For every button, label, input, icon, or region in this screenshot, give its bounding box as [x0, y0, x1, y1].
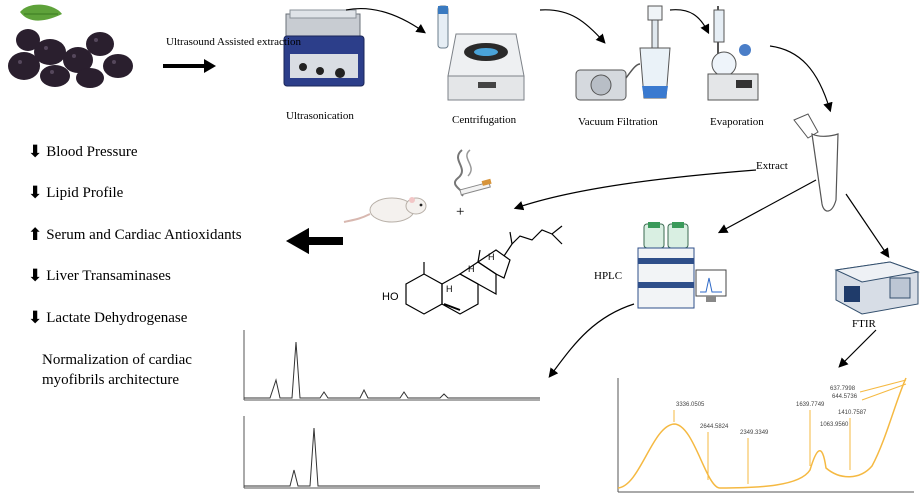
cholesterol-h-label: H: [468, 264, 475, 274]
hplc-chromatogram: [243, 330, 540, 489]
vacuum-filtration-label: Vacuum Filtration: [578, 116, 658, 128]
centrifuge-image: [437, 5, 525, 101]
arrow-to-hplc-chromatogram: [548, 303, 635, 378]
plus-sign: +: [456, 204, 465, 220]
arrow-to-animal-model: [513, 169, 757, 211]
ultrasound-label: Ultrasound Assisted extraction: [166, 36, 302, 48]
outcome-blood-pressure: ⬇ Blood Pressure: [28, 142, 138, 162]
arrow-to-evaporation: [669, 9, 710, 35]
results-arrow: [285, 227, 343, 255]
down-arrow-icon: ⬇: [28, 308, 43, 328]
svg-text:1639.7749: 1639.7749: [796, 402, 825, 408]
arrow-to-ftir-spectrum: [838, 329, 877, 368]
svg-text:644.5736: 644.5736: [832, 394, 858, 400]
outcome-liver-transaminases: ⬇ Liver Transaminases: [28, 266, 171, 286]
svg-text:2349.3349: 2349.3349: [740, 430, 769, 436]
cigarette-smoke-image: [453, 149, 492, 197]
cholesterol-ho-label: HO: [382, 291, 399, 303]
arrow-to-ftir: [845, 193, 890, 258]
down-arrow-icon: ⬇: [28, 142, 43, 162]
ultrasonication-label: Ultrasonication: [286, 110, 354, 122]
arrow-to-centrifuge: [345, 8, 426, 34]
cholesterol-h-label: H: [488, 252, 495, 262]
ftir-spectrum: 3336.0505 2644.5824 2349.3349 1639.7749 …: [617, 377, 914, 493]
down-arrow-icon: ⬇: [28, 266, 43, 286]
cholesterol-structure: [405, 225, 563, 315]
down-arrow-icon: ⬇: [28, 183, 43, 203]
ftir-label: FTIR: [852, 318, 876, 330]
arrow-to-hplc: [717, 179, 817, 234]
vacuum-filtration-image: [575, 5, 671, 101]
rotary-evaporator-image: [707, 6, 759, 101]
arrow-to-filtration: [539, 9, 606, 44]
svg-text:1410.7587: 1410.7587: [838, 410, 867, 416]
hplc-instrument-image: [637, 222, 727, 309]
svg-text:637.7998: 637.7998: [830, 386, 856, 392]
up-arrow-icon: ⬆: [28, 225, 43, 245]
hplc-label: HPLC: [594, 270, 623, 282]
outcome-lipid-profile: ⬇ Lipid Profile: [28, 183, 124, 203]
ultrasonic-bath-image: [283, 9, 365, 87]
outcome-lactate-dehydrogenase: ⬇ Lactate Dehydrogenase: [28, 308, 188, 328]
extract-label: Extract: [756, 160, 788, 172]
svg-text:2644.5824: 2644.5824: [700, 424, 729, 430]
extract-tube-image: [793, 113, 839, 212]
svg-text:3336.0505: 3336.0505: [676, 402, 705, 408]
ftir-instrument-image: [834, 261, 920, 315]
outcome-antioxidants: ⬆ Serum and Cardiac Antioxidants: [28, 225, 242, 245]
normalization-note: Normalization of cardiac myofibrils arch…: [42, 352, 192, 388]
centrifugation-label: Centrifugation: [452, 114, 517, 126]
cholesterol-h-label: H: [446, 284, 453, 294]
evaporation-label: Evaporation: [710, 116, 764, 128]
arrow-to-extract: [769, 45, 833, 113]
rat-image: [343, 197, 427, 223]
ftir-line: [617, 377, 907, 489]
mulberry-image: [8, 4, 133, 88]
svg-text:1063.9560: 1063.9560: [820, 422, 849, 428]
